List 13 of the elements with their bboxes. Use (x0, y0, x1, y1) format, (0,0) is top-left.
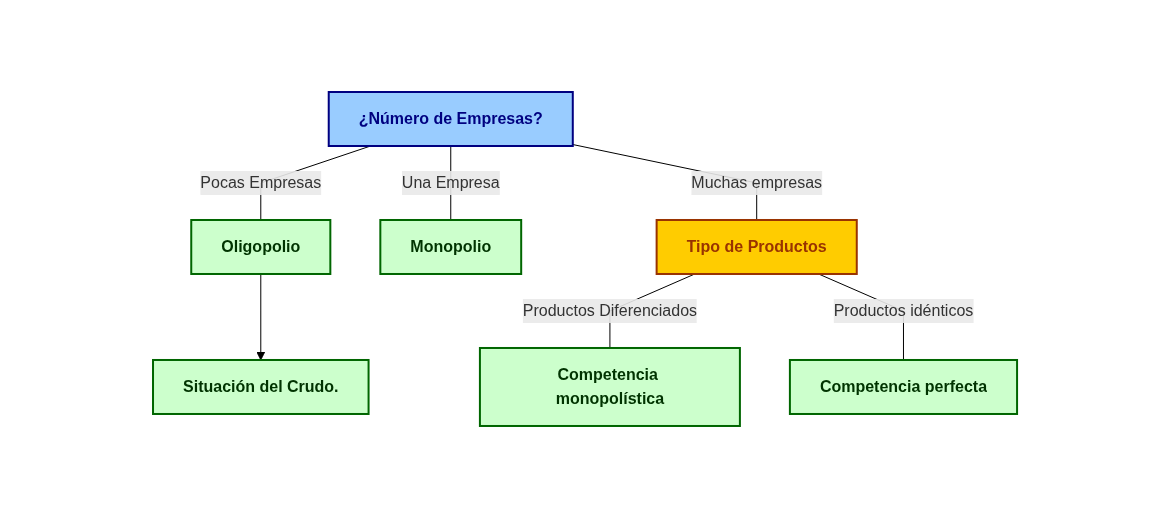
node-box: ¿Número de Empresas? (327, 91, 574, 147)
arrow (256, 273, 266, 361)
edge-label: Productos idénticos (833, 301, 974, 319)
edge-label: Una Empresa (401, 174, 500, 191)
node-box: Tipo de Productos (655, 219, 858, 275)
node-box: Oligopolio (190, 219, 332, 275)
edge-label: Productos Diferenciados (522, 301, 698, 319)
node-box: Monopolio (379, 219, 523, 275)
node-box: Situación del Crudo. (151, 359, 370, 415)
node-box: Competencia monopolística (478, 347, 741, 427)
edge-label: Pocas Empresas (200, 174, 322, 191)
edge-label: Muchas empresas (691, 174, 823, 191)
node-box: Competencia perfecta (788, 359, 1018, 415)
